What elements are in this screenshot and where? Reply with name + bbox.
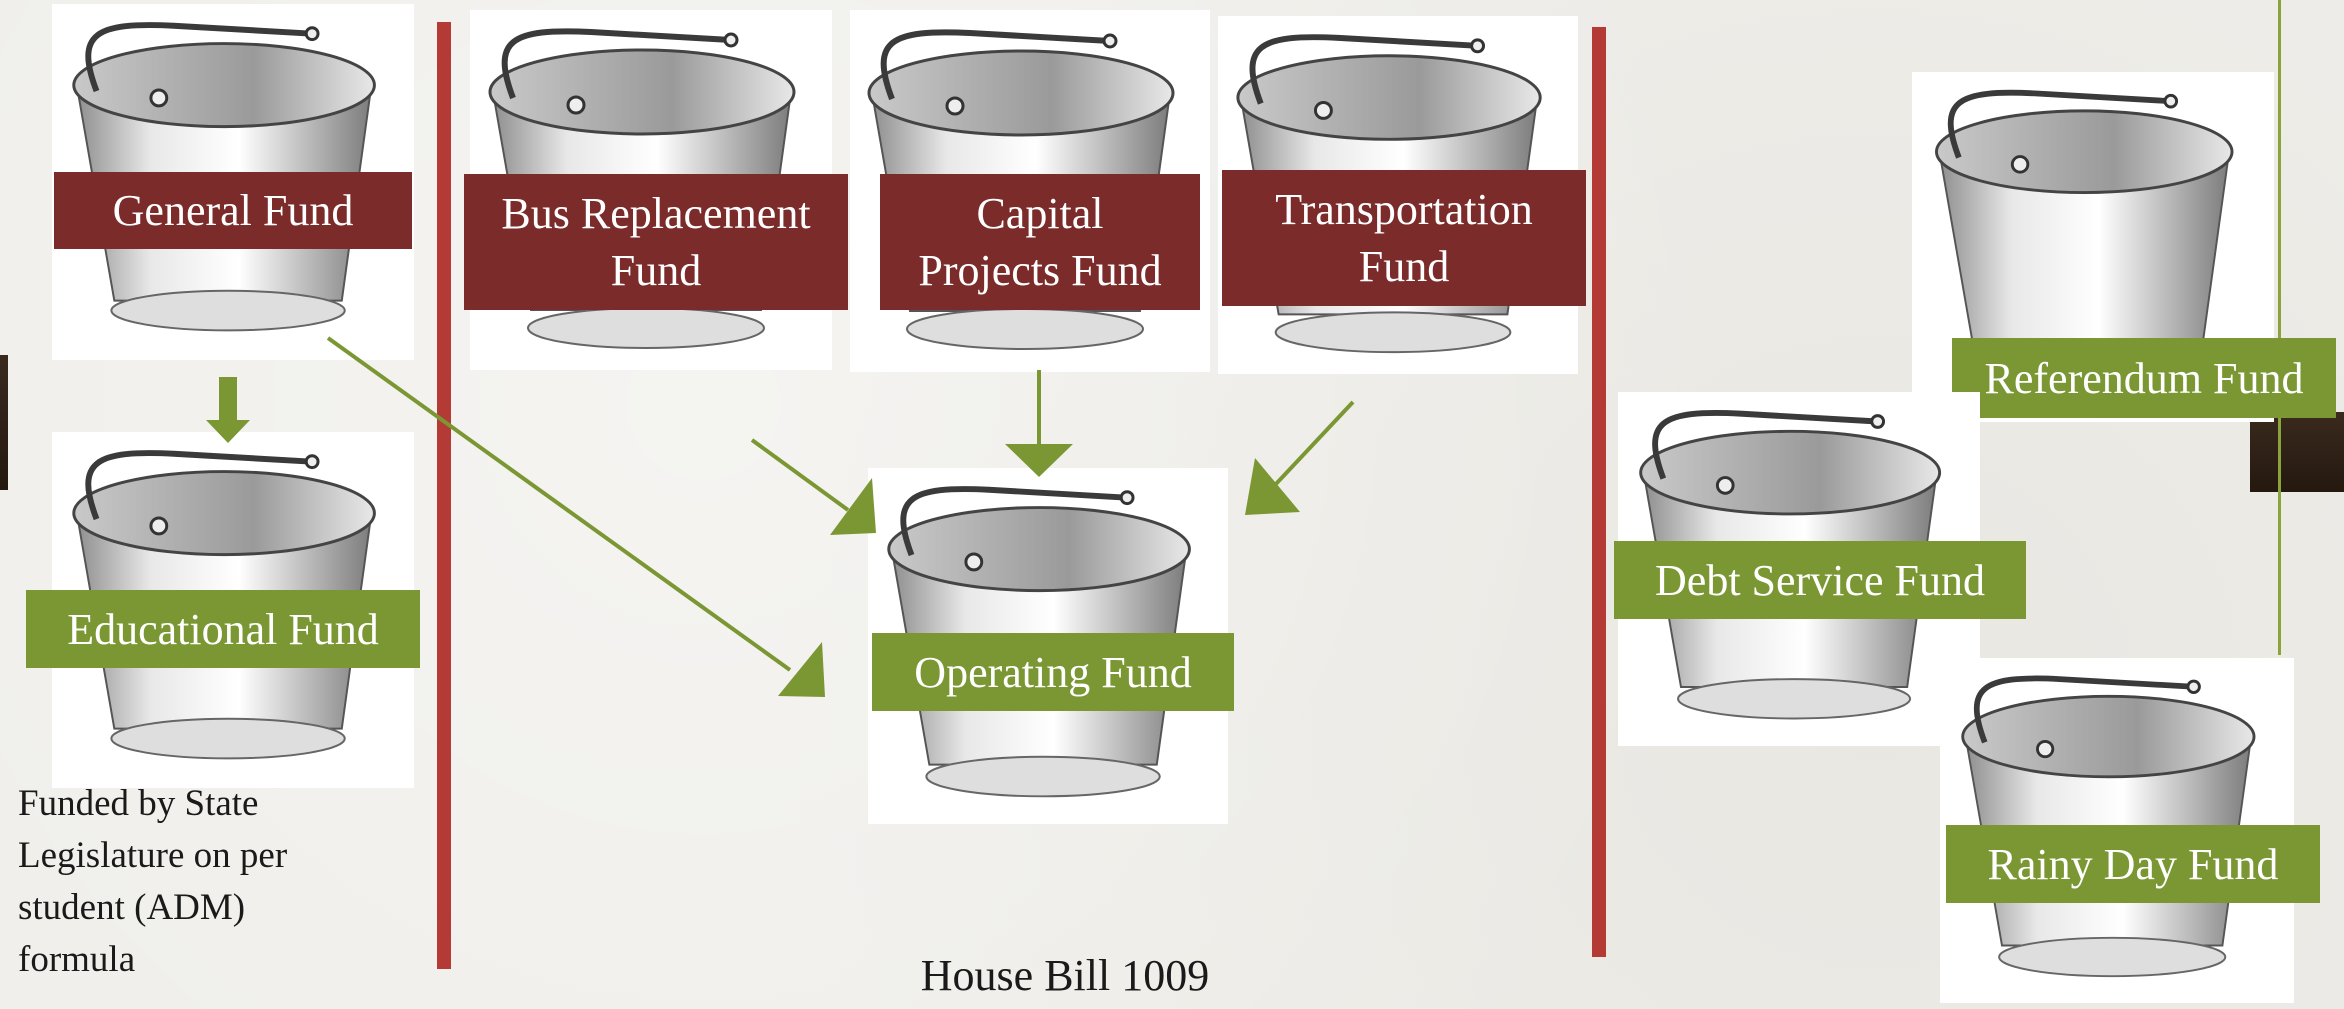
operating-fund-label: Operating Fund <box>872 633 1234 711</box>
arrow-bus-to-operating-line <box>750 438 850 512</box>
house-bill-caption: House Bill 1009 <box>920 951 1210 1000</box>
bus-replacement-fund-label: Bus Replacement Fund <box>464 174 848 310</box>
general-fund-label: General Fund <box>54 172 412 249</box>
arrow-transportation-to-operating-line <box>1273 400 1355 487</box>
arrow-general-to-educational-shaft <box>219 377 237 421</box>
right-divider <box>1592 27 1606 957</box>
left-divider <box>437 22 451 969</box>
right-wood-tab <box>2250 412 2344 492</box>
referendum-fund-label: Referendum Fund <box>1952 338 2336 418</box>
arrow-capital-to-operating-head <box>1005 444 1073 477</box>
transportation-fund-label: Transportation Fund <box>1222 170 1586 306</box>
arrow-general-to-operating-line <box>326 336 792 672</box>
arrow-capital-to-operating-shaft <box>1037 370 1041 446</box>
arrow-general-to-educational-head <box>206 420 250 443</box>
arrow-transportation-to-operating-head <box>1245 458 1300 515</box>
arrow-bus-to-operating-head <box>830 478 876 535</box>
educational-fund-label: Educational Fund <box>26 590 420 668</box>
left-wood-tab <box>0 355 8 490</box>
bucket-icon <box>1935 89 2234 365</box>
debt-service-fund-label: Debt Service Fund <box>1614 541 2026 619</box>
right-accent-line <box>2278 0 2281 655</box>
arrow-general-to-operating-head <box>778 642 825 697</box>
rainy-day-fund-label: Rainy Day Fund <box>1946 825 2320 903</box>
capital-projects-fund-label: Capital Projects Fund <box>880 174 1200 310</box>
funding-note: Funded by State Legislature on per stude… <box>18 783 288 980</box>
